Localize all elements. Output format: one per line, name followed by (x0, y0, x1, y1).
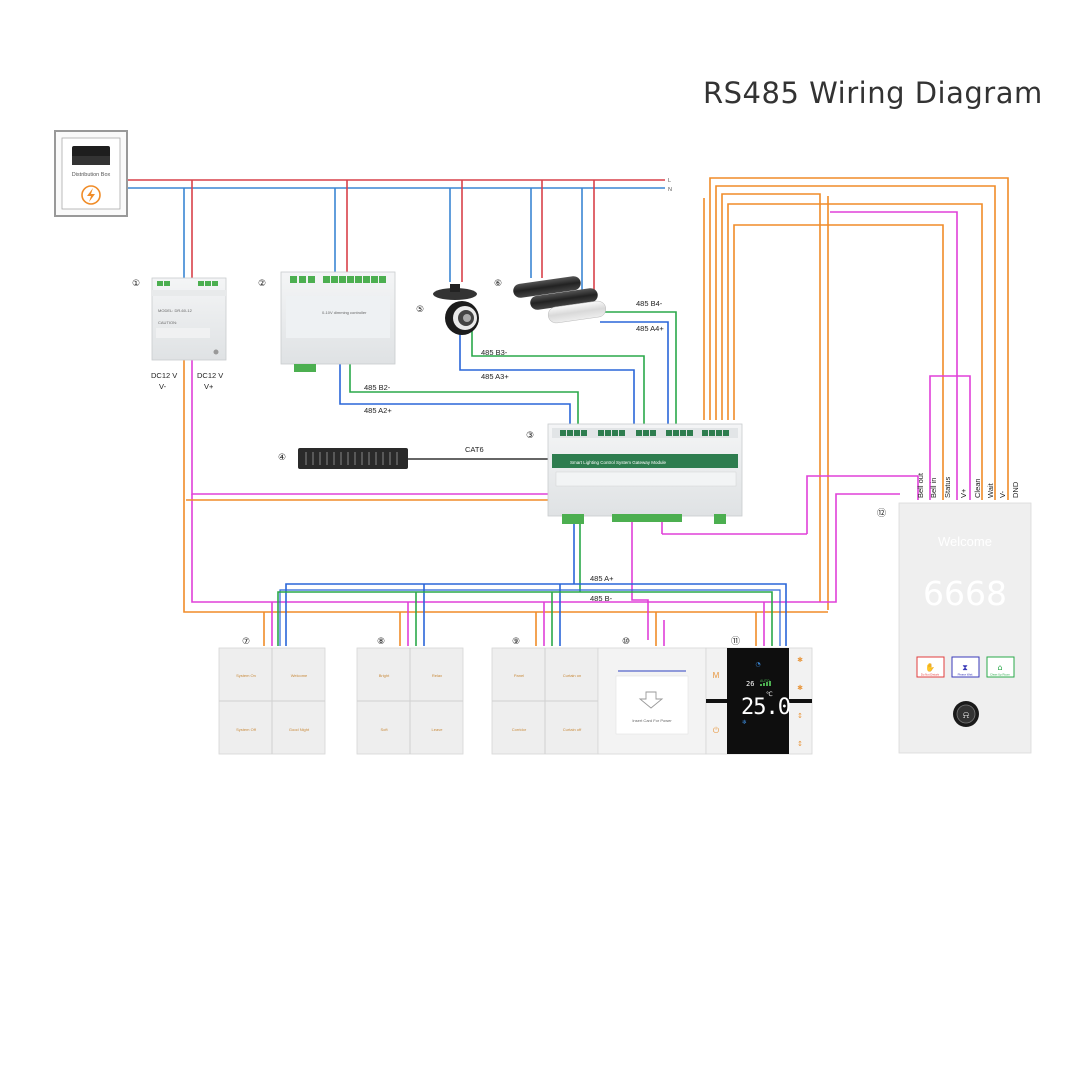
thermostat-fan: AUTO (760, 679, 770, 683)
doorplate-button-wait[interactable]: Please Wait (958, 673, 973, 677)
panel8-key-2[interactable]: Relax (432, 673, 442, 678)
dimming-controller: ② 0-10V dimming controller (258, 271, 396, 372)
live-label: L (668, 178, 671, 184)
distribution-box: Distribution Box (54, 130, 128, 217)
neutral-label: N (668, 187, 672, 193)
terminal-clean: Clean (973, 478, 982, 498)
terminal-vplus: V+ (959, 488, 968, 498)
dnd-hand-icon: ✋ (925, 662, 935, 672)
doorplate: ⑫ Welcome 6668 ✋ Do Not Disturb ⧗ Please… (877, 502, 1032, 754)
device-number-8: ⑧ (377, 637, 385, 647)
dimmer-label: 0-10V dimming controller (322, 310, 367, 315)
power-icon[interactable]: ⏻ (713, 726, 720, 735)
temp-up-icon[interactable]: ↕ (797, 712, 803, 720)
panel8-key-3[interactable]: Soft (380, 727, 388, 732)
psu-vminus-label-1: DC12 V (151, 371, 177, 380)
wire-label-a3: 485 A3+ (481, 372, 509, 381)
panel9-key-4[interactable]: Curtain off (563, 727, 582, 732)
thermostat-temp: 25.0 (741, 695, 790, 720)
terminal-status: Status (943, 476, 952, 498)
device-number-9: ⑨ (512, 637, 520, 647)
terminal-bell-out: Bell out (916, 472, 925, 498)
device-number-7: ⑦ (242, 637, 250, 647)
card-holder-text: Insert Card For Power (632, 718, 672, 723)
device-number-6: ⑥ (494, 279, 502, 289)
device-number-12: ⑫ (877, 508, 886, 519)
doorplate-terminals: Bell out Bell in Status V+ Clean Wait V-… (916, 472, 1020, 498)
wire-label-b3: 485 B3- (481, 348, 508, 357)
switch-panel-8: ⑧ Bright Relax Soft Leave (356, 637, 464, 755)
device-number-5: ⑤ (416, 305, 424, 315)
wires (127, 177, 1009, 646)
terminal-vminus: V- (998, 490, 1007, 498)
thermostat-mode-button[interactable]: M (713, 671, 720, 680)
switch-panel-7: ⑦ System On Welcome System Off Good Nigh… (218, 637, 326, 755)
panel7-key-3[interactable]: System Off (236, 727, 257, 732)
panel8-key-1[interactable]: Bright (379, 673, 390, 678)
doorplate-button-clean[interactable]: Clean Up Room (990, 673, 1011, 677)
wire-label-cat6: CAT6 (465, 445, 484, 454)
wire-label-b2: 485 B2- (364, 383, 391, 392)
panel9-key-2[interactable]: Curtain on (563, 673, 581, 678)
controller-label: Smart Lighting Control System Gateway Mo… (570, 460, 667, 465)
wifi-icon: ◔ (755, 661, 760, 668)
panel7-key-1[interactable]: System On (236, 673, 256, 678)
wire-label-a2: 485 A2+ (364, 406, 392, 415)
panel7-key-2[interactable]: Welcome (291, 673, 308, 678)
thermostat-set-temp: 26 (746, 680, 754, 688)
panel9-key-3[interactable]: Corridor (512, 727, 527, 732)
snowflake-icon: ❄ (742, 719, 747, 726)
device-number-11: ⑪ (731, 636, 740, 647)
curtain-motors: ⑥ (494, 276, 607, 324)
psu-model: MODEL: DR-60-12 (158, 308, 193, 313)
doorplate-room-number: 6668 (923, 574, 1007, 613)
terminal-bell-in: Bell in (929, 478, 938, 498)
thermostat-unit: ℃ (766, 691, 773, 698)
main-controller: ③ Smart Lighting Control System Gateway … (526, 423, 743, 524)
switch-panel-9: ⑨ Panel Curtain on Corridor Curtain off (491, 637, 599, 755)
doorplate-welcome: Welcome (938, 534, 992, 549)
panel8-key-4[interactable]: Leave (432, 727, 444, 732)
downlight: ⑤ (416, 284, 479, 335)
doorplate-button-dnd[interactable]: Do Not Disturb (921, 673, 940, 677)
insert-card-arrow-icon (638, 691, 664, 709)
card-holder: ⑩ Insert Card For Power (597, 637, 707, 755)
thermostat: ⑪ M ⏻ 26 AUTO 25.0 ℃ ❄ ◔ ✱ ✱ ↕ ↕ (705, 636, 813, 755)
distribution-box-label: Distribution Box (72, 172, 111, 178)
panel7-key-4[interactable]: Good Night (289, 727, 310, 732)
wire-label-b-bus: 485 B- (590, 594, 613, 603)
device-number-4: ④ (278, 453, 286, 463)
device-number-3: ③ (526, 431, 534, 441)
terminal-wait: Wait (986, 482, 995, 498)
hourglass-icon: ⧗ (962, 663, 968, 672)
wire-label-a-bus: 485 A+ (590, 574, 614, 583)
network-module: ④ (278, 448, 408, 469)
psu-vminus-label-2: V- (159, 382, 167, 391)
fan-down-icon[interactable]: ✱ (797, 684, 803, 692)
wire-label-a4: 485 A4+ (636, 324, 664, 333)
device-number-1: ① (132, 279, 140, 289)
temp-down-icon[interactable]: ↕ (797, 740, 803, 748)
device-number-10: ⑩ (622, 637, 630, 647)
psu-caution: CAUTION: (158, 320, 177, 325)
diagram-title: RS485 Wiring Diagram (703, 76, 1043, 110)
fan-up-icon[interactable]: ✱ (797, 656, 803, 664)
device-number-2: ② (258, 279, 266, 289)
psu-vplus-label-1: DC12 V (197, 371, 223, 380)
bell-icon: ⍾ (963, 710, 970, 721)
wire-label-b4: 485 B4- (636, 299, 663, 308)
panel9-key-1[interactable]: Panel (514, 673, 524, 678)
power-supply: ① MODEL: DR-60-12 CAUTION: (132, 277, 227, 361)
terminal-dnd: DND (1011, 481, 1020, 498)
psu-vplus-label-2: V+ (204, 382, 214, 391)
house-icon: ⌂ (997, 663, 1002, 672)
